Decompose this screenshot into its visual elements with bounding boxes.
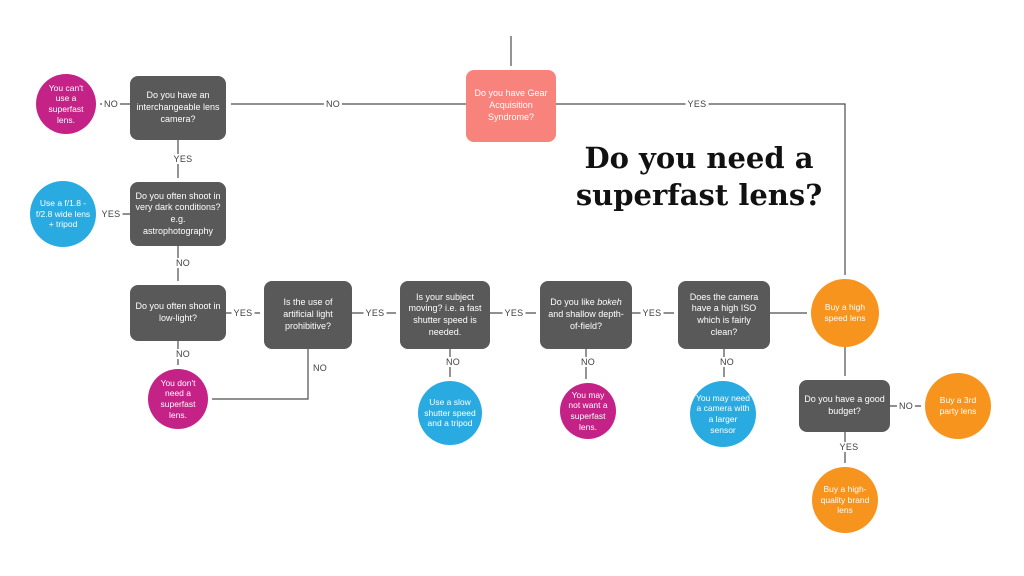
node-dark-conditions-question: Do you often shoot in very dark conditio… <box>130 182 226 246</box>
edge-label-artificial-yes: YES <box>363 308 387 318</box>
node-high-iso-question: Does the camera have a high ISO which is… <box>678 281 770 349</box>
node-high-speed-lens-result: Buy a high speed lens <box>811 279 879 347</box>
edge-label-bokeh-no: NO <box>578 357 598 367</box>
edge-label-start-no: NO <box>323 99 343 109</box>
diagram-title-line1: Do you need a <box>584 141 814 175</box>
edge-label-interchangeable-no: NO <box>101 99 121 109</box>
node-subject-moving-question: Is your subject moving? i.e. a fast shut… <box>400 281 490 349</box>
edge-label-interchangeable-yes: YES <box>171 154 195 164</box>
edge-label-start-yes: YES <box>685 99 709 109</box>
connector-start-to-highspeed <box>556 103 846 275</box>
node-bokeh-label: Do you like bokeh and shallow depth-of-f… <box>548 297 624 331</box>
edge-label-lowlight-yes: YES <box>231 308 255 318</box>
node-dont-need-result: You don't need a superfast lens. <box>148 369 208 429</box>
edge-label-bokeh-yes: YES <box>640 308 664 318</box>
edge-label-iso-no: NO <box>717 357 737 367</box>
node-third-party-lens-result: Buy a 3rd party lens <box>925 373 991 439</box>
edge-label-artificial-no: NO <box>310 363 330 373</box>
node-interchangeable-question: Do you have an interchangeable lens came… <box>130 76 226 140</box>
node-larger-sensor-result: You may need a camera with a larger sens… <box>690 381 756 447</box>
node-cant-use-result: You can't use a superfast lens. <box>36 74 96 134</box>
node-brand-lens-result: Buy a high-quality brand lens <box>812 467 878 533</box>
node-artificial-light-question: Is the use of artificial light prohibiti… <box>264 281 352 349</box>
edge-label-subject-yes: YES <box>502 308 526 318</box>
diagram-title-line2: superfast lens? <box>575 178 823 213</box>
edge-label-dark-yes: YES <box>99 209 123 219</box>
edge-label-budget-yes: YES <box>837 442 861 452</box>
node-slow-shutter-result: Use a slow shutter speed and a tripod <box>418 381 482 445</box>
edge-label-subject-no: NO <box>443 357 463 367</box>
node-budget-question: Do you have a good budget? <box>799 380 890 432</box>
edge-label-budget-no: NO <box>896 401 916 411</box>
edge-label-dark-no: NO <box>173 258 193 268</box>
edge-label-lowlight-no: NO <box>173 349 193 359</box>
node-start-gas: Do you have Gear Acquisition Syndrome? <box>466 70 556 142</box>
node-wide-lens-tripod-result: Use a f/1.8 - f/2.8 wide lens + tripod <box>30 181 96 247</box>
diagram-title: Do you need a superfast lens? <box>549 140 849 214</box>
node-may-not-want-result: You may not want a superfast lens. <box>560 383 616 439</box>
node-low-light-question: Do you often shoot in low-light? <box>130 285 226 341</box>
connector-artificial-to-dontneed <box>212 349 309 400</box>
node-bokeh-question: Do you like bokeh and shallow depth-of-f… <box>540 281 632 349</box>
